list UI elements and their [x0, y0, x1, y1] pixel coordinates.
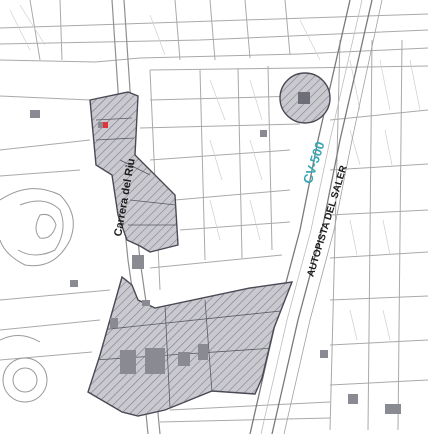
fine-parcel-lines [9, 4, 421, 341]
highway-band [249, 0, 383, 434]
buildings [30, 110, 401, 414]
zone-south[interactable] [87, 275, 294, 417]
circle-plot[interactable] [279, 72, 331, 124]
zone-north[interactable] [89, 91, 179, 253]
park-outline [0, 188, 74, 403]
road-code-label: CV-500 [300, 140, 328, 186]
location-marker[interactable] [103, 122, 108, 128]
